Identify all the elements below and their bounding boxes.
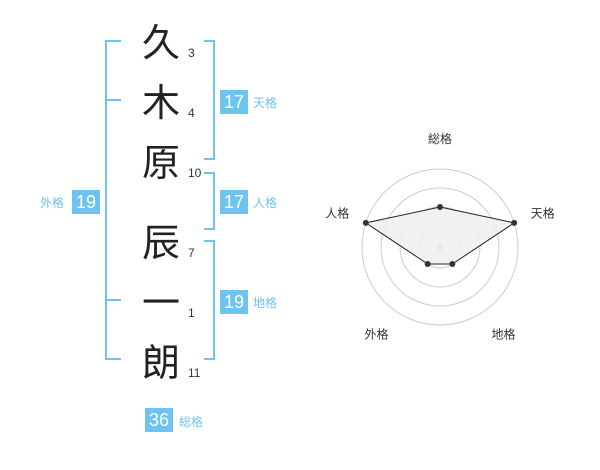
surname-char-2: 木 [141, 81, 180, 125]
gaikaku-value: 19 [72, 190, 100, 214]
gaikaku-label: 外格 [40, 196, 65, 210]
given-char-3: 朗 [141, 341, 180, 385]
radar-axis-label-3: 地格 [491, 326, 515, 341]
chikaku-label: 地格 [253, 296, 278, 310]
radar-axis-label-1: 総格 [428, 131, 452, 146]
radar-point-5 [362, 219, 369, 226]
stroke-count-4: 7 [188, 246, 195, 260]
soukaku-label: 総格 [179, 415, 204, 429]
surname-char-1: 久 [141, 21, 180, 65]
radar-point-4 [424, 260, 431, 267]
given-char-2: 一 [141, 281, 180, 325]
soukaku-value: 36 [145, 408, 173, 432]
jinkaku-label: 人格 [253, 196, 278, 210]
radar-point-3 [449, 260, 456, 267]
tenkaku-value: 17 [220, 90, 248, 114]
stroke-count-3: 10 [188, 166, 202, 180]
radar-series-polygon [364, 206, 516, 265]
stroke-count-2: 4 [188, 106, 195, 120]
radar-grid-ring [380, 187, 500, 307]
radar-axis-label-5: 人格 [325, 206, 349, 221]
stroke-count-1: 3 [188, 46, 195, 60]
stroke-count-5: 1 [188, 306, 195, 320]
surname-char-3: 原 [141, 141, 180, 185]
radar-axis-label-2: 天格 [531, 206, 555, 221]
radar-point-1 [437, 204, 443, 210]
radar-axis-label-4: 外格 [365, 326, 389, 341]
given-char-1: 辰 [141, 221, 180, 265]
stroke-count-6: 11 [188, 366, 201, 380]
tenkaku-label: 天格 [253, 96, 278, 110]
jinkaku-value: 17 [220, 190, 248, 214]
radar-point-2 [511, 219, 518, 226]
radar-grid-ring [361, 168, 519, 326]
chikaku-value: 19 [220, 290, 248, 314]
